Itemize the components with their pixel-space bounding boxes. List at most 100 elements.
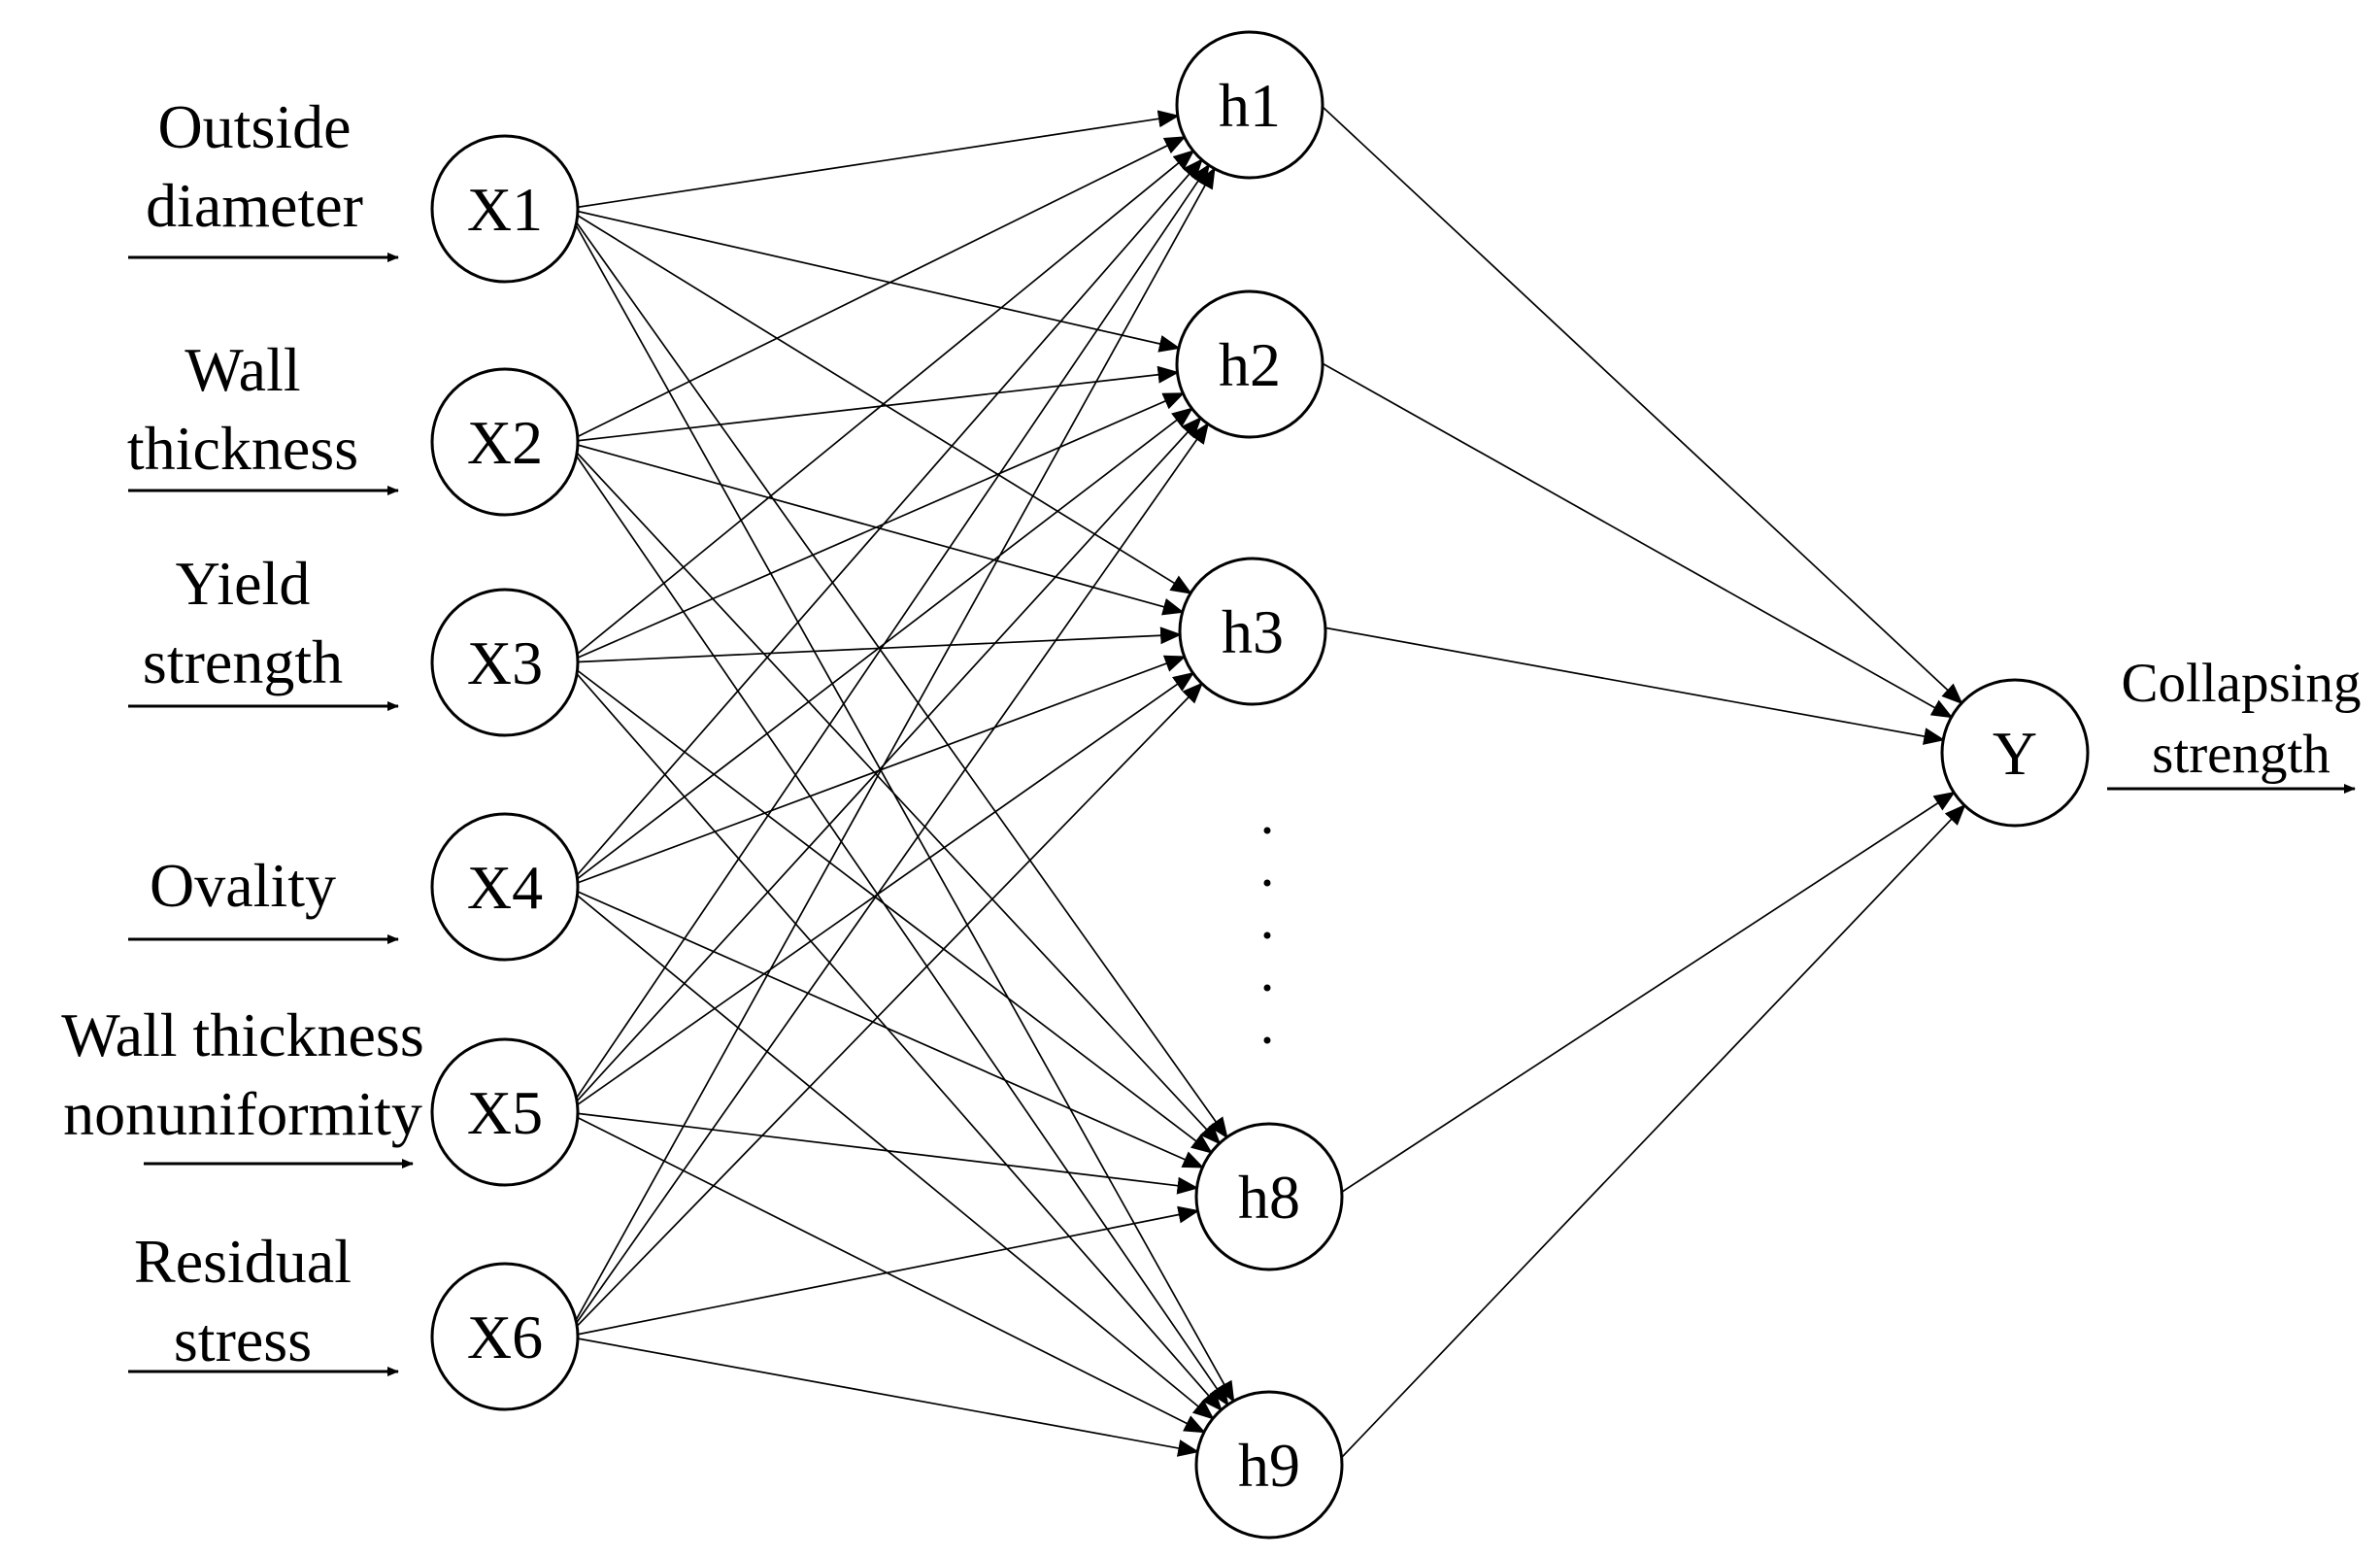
- node-circle: [430, 812, 580, 962]
- input-node-x6: X6: [430, 1262, 580, 1411]
- input-node-x2: X2: [430, 367, 580, 517]
- input-label-line: Wall: [184, 335, 300, 404]
- input-label-line: stress: [174, 1305, 312, 1374]
- edge-x5-h3: [566, 671, 1195, 1113]
- node-circle: [1178, 557, 1327, 706]
- edge-x3-h8: [566, 661, 1213, 1154]
- input-node-x3: X3: [430, 588, 580, 737]
- input-node-x5: X5: [430, 1037, 580, 1187]
- input-label-x2: Wall thickness: [127, 335, 358, 483]
- edge-h8-y: [1334, 791, 1956, 1198]
- hidden-layer: h1 h2 h3 h8 h9: [1175, 30, 1344, 1540]
- node-circle: [430, 134, 580, 284]
- node-label: Y: [1993, 719, 2037, 788]
- ellipsis-dot: [1263, 984, 1271, 992]
- output-label-line: strength: [2152, 724, 2330, 785]
- edge-x5-h8: [566, 1111, 1199, 1195]
- edge-x6-h9: [566, 1336, 1200, 1457]
- edge-x4-h2: [566, 407, 1194, 888]
- edge-x2-h2: [566, 365, 1180, 443]
- input-label-x6: Residual stress: [134, 1227, 352, 1374]
- edge-x2-h1: [566, 136, 1187, 443]
- input-label-x3: Yield strength: [143, 549, 343, 696]
- hidden-node-h8: h8: [1194, 1122, 1344, 1271]
- node-circle: [1175, 289, 1324, 439]
- edge-h9-y: [1333, 803, 1966, 1466]
- node-label: X3: [467, 628, 543, 697]
- node-circle: [430, 1262, 580, 1411]
- node-circle: [1194, 1390, 1344, 1540]
- node-label: X6: [467, 1303, 543, 1372]
- input-node-x1: X1: [430, 134, 580, 284]
- node-label: h9: [1238, 1431, 1300, 1500]
- edge-x4-h8: [566, 886, 1205, 1168]
- edge-x3-h3: [566, 627, 1183, 663]
- hidden-node-h3: h3: [1178, 557, 1327, 706]
- edge-x2-h8: [566, 441, 1222, 1145]
- edge-x5-h9: [566, 1111, 1206, 1434]
- node-label: h8: [1238, 1163, 1300, 1232]
- edge-x2-h9: [566, 441, 1229, 1406]
- input-label-line: Residual: [134, 1227, 352, 1296]
- edge-x1-h2: [566, 208, 1181, 353]
- node-label: X1: [467, 175, 543, 244]
- input-label-line: Wall thickness: [61, 1000, 423, 1069]
- edge-x3-h2: [566, 392, 1186, 663]
- node-circle: [430, 367, 580, 517]
- node-label: h2: [1219, 330, 1281, 399]
- edge-h3-y: [1318, 626, 1946, 745]
- edge-h2-y: [1315, 358, 1954, 719]
- node-label: h3: [1222, 597, 1284, 666]
- input-label-line: Ovality: [150, 851, 336, 920]
- edge-x3-h1: [566, 150, 1195, 663]
- node-label: X2: [467, 408, 543, 477]
- edge-x2-h3: [566, 441, 1185, 616]
- edge-x6-h1: [566, 166, 1216, 1338]
- input-node-x4: X4: [430, 812, 580, 962]
- node-circle: [430, 588, 580, 737]
- edge-x4-h3: [566, 655, 1187, 888]
- edge-h1-y: [1314, 99, 1963, 705]
- input-label-line: thickness: [127, 414, 358, 483]
- edge-x4-h1: [566, 157, 1203, 888]
- node-label: X5: [467, 1078, 543, 1147]
- hidden-layer-ellipsis: [1263, 827, 1271, 1044]
- ellipsis-dot: [1263, 1036, 1271, 1044]
- node-label: h1: [1219, 71, 1281, 140]
- edge-x1-h3: [566, 208, 1192, 594]
- input-to-hidden-connections: [566, 110, 1235, 1457]
- edge-x6-h8: [566, 1205, 1200, 1338]
- input-label-line: strength: [143, 627, 343, 696]
- output-feature-label: Collapsing strength: [2121, 653, 2361, 785]
- edge-x6-h2: [566, 422, 1210, 1338]
- hidden-node-h9: h9: [1194, 1390, 1344, 1540]
- edge-x6-h3: [566, 682, 1204, 1338]
- node-circle: [1175, 30, 1324, 180]
- output-label-line: Collapsing: [2121, 653, 2361, 714]
- ellipsis-dot: [1263, 931, 1271, 939]
- node-label: X4: [467, 853, 543, 922]
- input-label-line: Yield: [176, 549, 311, 618]
- node-circle: [1940, 678, 2090, 828]
- edge-x3-h9: [566, 661, 1223, 1412]
- ellipsis-dot: [1263, 827, 1271, 834]
- input-label-line: Outside: [157, 92, 351, 161]
- edge-x1-h1: [566, 110, 1180, 210]
- output-layer: Y: [1940, 678, 2090, 828]
- ellipsis-dot: [1263, 879, 1271, 887]
- hidden-to-output-connections: [1314, 99, 1966, 1466]
- edge-x1-h8: [566, 208, 1228, 1139]
- node-circle: [430, 1037, 580, 1187]
- edge-x1-h9: [566, 208, 1235, 1404]
- hidden-node-h2: h2: [1175, 289, 1324, 439]
- hidden-node-h1: h1: [1175, 30, 1324, 180]
- edge-x4-h9: [566, 886, 1215, 1420]
- input-arrows: [128, 253, 414, 1376]
- edge-x5-h1: [566, 163, 1211, 1113]
- node-circle: [1194, 1122, 1344, 1271]
